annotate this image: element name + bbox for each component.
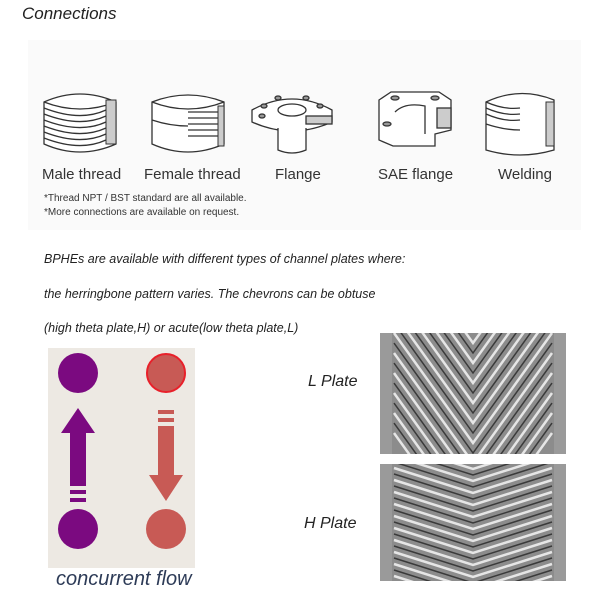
l-plate-label: L Plate [308,373,358,390]
note-thread-standard: *Thread NPT / BST standard are all avail… [44,193,247,204]
flow-diagram [48,348,195,568]
h-plate-image [380,464,566,581]
connection-label-welding: Welding [498,166,552,183]
sae-flange-icon [378,91,452,147]
h-plate-label: H Plate [304,515,357,532]
flow-caption: concurrent flow [56,568,192,590]
male-thread-icon [43,93,117,153]
concurrent-flow-arrows-icon [58,353,186,549]
description-line-3: (high theta plate,H) or acute(low theta … [44,321,299,335]
description-line-2: the herringbone pattern varies. The chev… [44,287,376,301]
note-more-connections: *More connections are available on reque… [44,207,240,218]
connection-label-female-thread: Female thread [144,166,241,183]
welding-icon [485,92,555,156]
l-plate-chevron-pattern-icon [380,333,566,454]
connection-label-sae-flange: SAE flange [378,166,454,183]
connection-label-flange: Flange [275,166,321,183]
h-plate-chevron-pattern-icon [380,464,566,581]
connection-label-male-thread: Male thread [42,166,122,183]
flange-icon [251,95,333,154]
description-line-1: BPHEs are available with different types… [44,252,406,266]
female-thread-icon [151,94,225,153]
page-title: Connections [22,4,117,23]
l-plate-image [380,333,566,454]
